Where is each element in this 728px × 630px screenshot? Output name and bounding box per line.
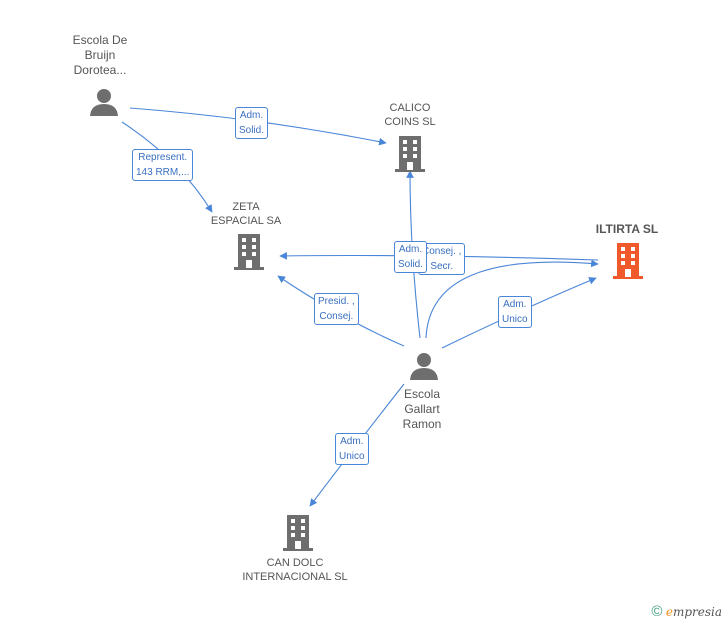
building-icon[interactable] (613, 243, 643, 279)
relation-label-gallart-iltirta[interactable]: Adm.Unico (498, 296, 532, 328)
building-icon[interactable] (395, 136, 425, 172)
person-icon[interactable] (409, 352, 439, 380)
node-label-zeta[interactable]: ZETA ESPACIAL SA (210, 201, 282, 227)
node-label-iltirta[interactable]: ILTIRTA SL (595, 222, 659, 236)
person-icon[interactable] (89, 88, 119, 116)
node-label-can-dolc[interactable]: CAN DOLC INTERNACIONAL SL (242, 557, 348, 583)
brand-logo[interactable]: empresia (665, 605, 722, 619)
node-label-escola-de-bruijn[interactable]: Escola De Bruijn Dorotea... (72, 33, 128, 77)
edge-gallart-zeta-back[interactable] (425, 259, 599, 339)
relation-label-gallart-calico[interactable]: Adm.Solid. (394, 241, 428, 273)
copyright-notice: © empresia (651, 603, 722, 620)
relation-label-bruijn-calico[interactable]: Adm.Solid. (235, 107, 269, 139)
relation-label-bruijn-zeta[interactable]: Represent.143 RRM,... (132, 149, 194, 181)
building-icon[interactable] (283, 515, 313, 551)
relation-label-gallart-candolc[interactable]: Adm.Unico (335, 433, 369, 465)
node-label-escola-gallart[interactable]: Escola Gallart Ramon (402, 387, 442, 431)
relation-label-gallart-zeta[interactable]: Presid. ,Consej. (314, 293, 359, 325)
node-label-calico[interactable]: CALICO COINS SL (384, 102, 436, 128)
copyright-icon: © (651, 603, 663, 620)
building-icon[interactable] (234, 234, 264, 270)
